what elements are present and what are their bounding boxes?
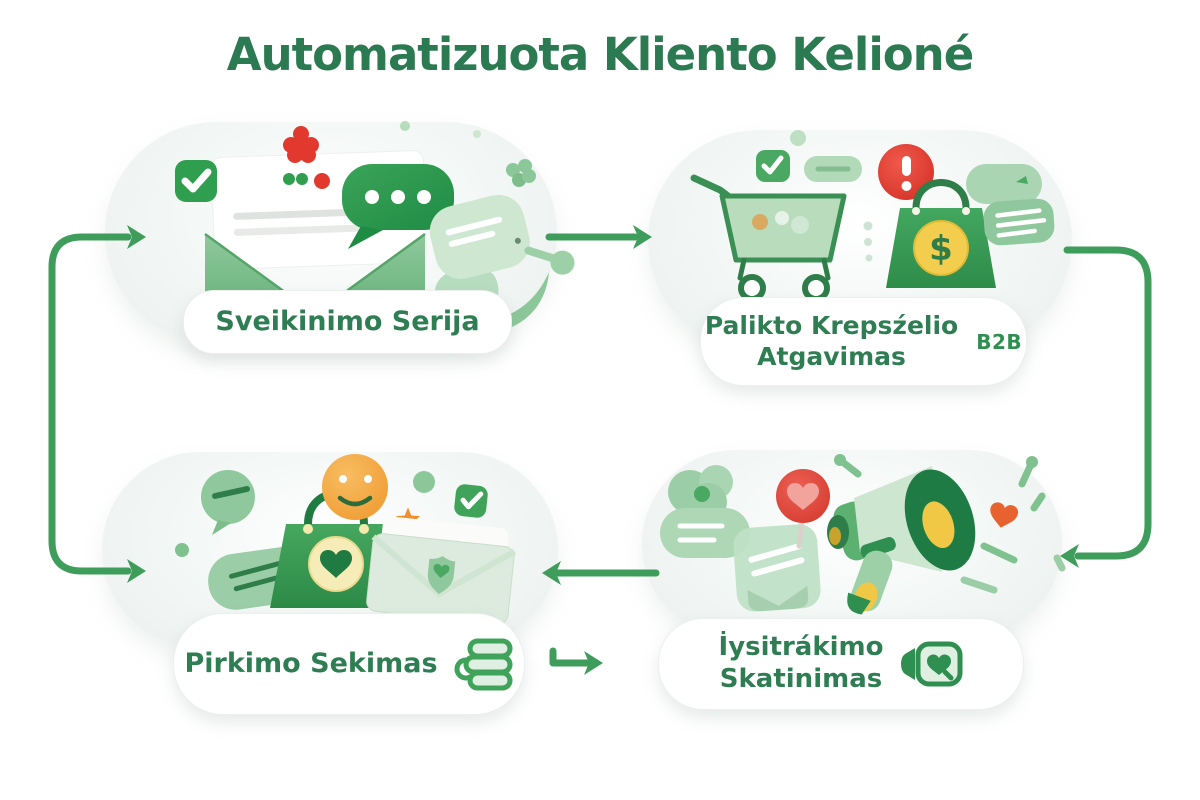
arrow-cart-to-engagement bbox=[1063, 246, 1152, 560]
chat-bubbles-icon bbox=[660, 465, 750, 558]
label-pill-engagement: İysitrákimo Skatinimas bbox=[658, 618, 1024, 710]
card-purchase-follow-up: Pirkimo Sekimas bbox=[102, 452, 558, 715]
card-label: İysitrákimo Skatinimas bbox=[718, 632, 884, 694]
dot-accent bbox=[175, 543, 189, 557]
clover-icon bbox=[506, 159, 536, 187]
swoosh-shape bbox=[423, 272, 549, 337]
engagement-illustration bbox=[660, 454, 1066, 615]
notification-dots bbox=[283, 173, 330, 189]
label-pill-cart: Palikto Krepsźelio Atgavimas B2B bbox=[700, 297, 1027, 386]
check-badge-icon bbox=[454, 484, 488, 518]
label-pill-purchase: Pirkimo Sekimas bbox=[173, 613, 525, 715]
card-label: Sveikinimo Serija bbox=[215, 305, 480, 337]
envelope-icon bbox=[733, 524, 821, 612]
dot-accent bbox=[790, 130, 806, 146]
chat-bubble-dots-icon bbox=[342, 164, 454, 249]
card-abandoned-cart: $ Palikto Krepsźelio Atgavimas B2B bbox=[648, 130, 1072, 386]
confetti-dot bbox=[1026, 456, 1038, 468]
card-engagement-boost: İysitrákimo Skatinimas bbox=[642, 450, 1066, 710]
megaphone-icon bbox=[827, 466, 976, 615]
flower-burst-icon bbox=[283, 126, 319, 163]
card-label: Pirkimo Sekimas bbox=[184, 647, 438, 679]
dots-trail bbox=[863, 221, 873, 262]
purchase-illustration bbox=[175, 454, 517, 625]
label-pill-welcome: Sveikinimo Serija bbox=[183, 290, 512, 354]
envelope-shield-icon bbox=[366, 516, 517, 625]
card-label: Palikto Krepsźelio Atgavimas bbox=[704, 311, 959, 371]
confetti-dot bbox=[834, 454, 846, 466]
stacked-layers-icon bbox=[454, 638, 513, 691]
chat-pill-icon bbox=[804, 156, 862, 182]
shopping-bag-dollar-icon: $ bbox=[886, 179, 996, 288]
chat-bubbles-icon bbox=[966, 164, 1055, 246]
dot-accent bbox=[413, 471, 435, 493]
cart-illustration: $ bbox=[690, 130, 1055, 302]
page-title: Automatizuota Kliento Kelioné bbox=[226, 28, 974, 81]
robot-icon bbox=[429, 194, 575, 318]
check-badge-icon bbox=[756, 150, 790, 182]
heart-badge-icon bbox=[776, 469, 830, 549]
b2b-tag: B2B bbox=[976, 329, 1023, 354]
check-badge-icon bbox=[175, 160, 217, 202]
dot-accent bbox=[473, 130, 481, 138]
chat-bubble-round-icon bbox=[201, 470, 255, 535]
alert-badge-icon bbox=[878, 144, 934, 200]
arrow-return-small bbox=[549, 647, 592, 667]
camera-heart-icon bbox=[901, 641, 963, 687]
orange-heart-icon bbox=[990, 502, 1018, 528]
shopping-cart-icon bbox=[690, 174, 847, 302]
card-welcome-series: Sveikinimo Serija bbox=[105, 121, 575, 354]
dot-accent bbox=[400, 121, 410, 131]
smiley-face-icon bbox=[322, 454, 388, 520]
dollar-sign: $ bbox=[929, 229, 953, 269]
